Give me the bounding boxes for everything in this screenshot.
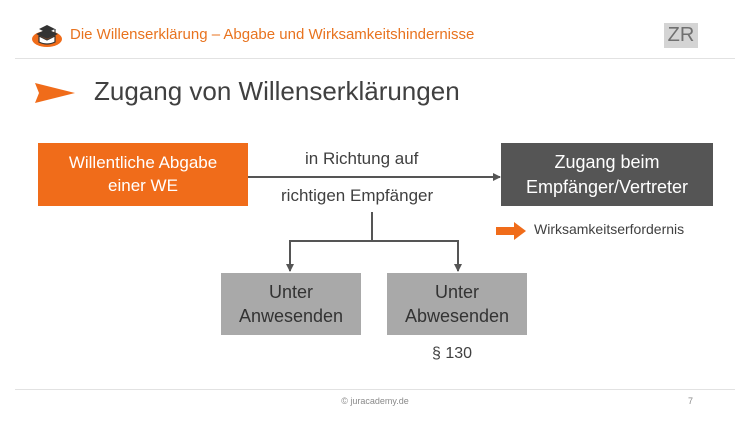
orange-arrow-icon: [496, 222, 526, 240]
branch-box-left: Unter Anwesenden: [221, 273, 361, 335]
branch-left-line1: Unter: [268, 281, 313, 302]
edge-label-top: in Richtung auf: [305, 149, 419, 168]
page-number: 7: [688, 396, 694, 406]
source-box: Willentliche Abgabe einer WE: [38, 143, 248, 206]
slide-title: Zugang von Willenserklärungen: [94, 76, 460, 106]
subject-badge: ZR: [664, 23, 698, 48]
footer-divider: [15, 389, 735, 390]
edge-label-bottom: richtigen Empfänger: [281, 186, 434, 205]
target-box-line1: Zugang beim: [554, 152, 660, 173]
footer-copyright: © juracademy.de: [341, 396, 409, 406]
header-title: Die Willenserklärung – Abgabe und Wirksa…: [70, 26, 475, 43]
section-reference: § 130: [432, 345, 473, 362]
branch-right-line1: Unter: [434, 281, 479, 302]
branch-box-right: Unter Abwesenden: [387, 273, 527, 335]
target-box-line2: Empfänger/Vertreter: [525, 176, 689, 197]
legend-text: Wirksamkeitserfordernis: [534, 221, 685, 237]
target-box: Zugang beim Empfänger/Vertreter: [501, 143, 713, 206]
branch-right-line2: Abwesenden: [404, 306, 510, 326]
source-box-line1: Willentliche Abgabe: [68, 152, 218, 172]
source-box-line2: einer WE: [108, 175, 178, 195]
branch-left-line2: Anwesenden: [238, 306, 344, 326]
orange-triangle-arrow-icon: [35, 83, 75, 103]
header-divider: [15, 58, 735, 59]
graduation-cap-book-icon: [32, 25, 62, 47]
